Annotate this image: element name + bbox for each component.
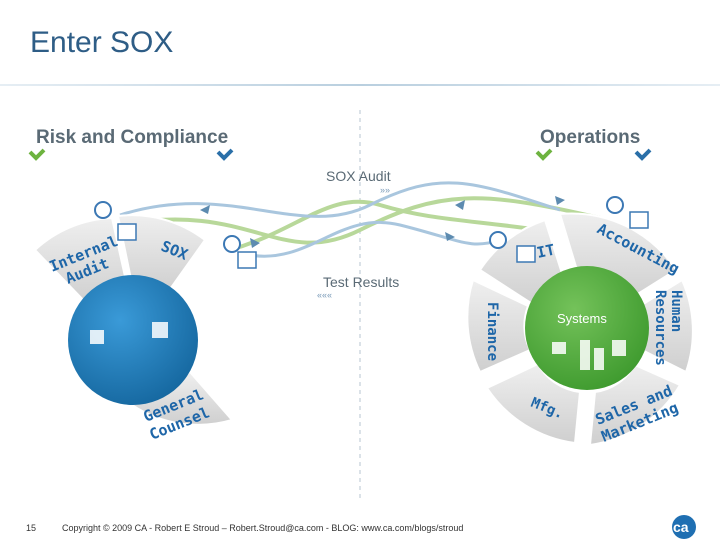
segment-mfg [485,362,582,445]
sox-audit-chevrons: »» [380,185,390,195]
ca-logo: ca [672,515,696,539]
computer-icon [552,340,626,370]
green-center-circle [525,266,649,390]
document-icon [117,223,257,269]
flow-arrowheads [200,196,565,248]
svg-text:ca: ca [673,519,689,535]
it-segment-label: IT [535,241,556,262]
sox-audit-flow [119,181,601,258]
sox-audit-label: SOX Audit [326,168,391,184]
segment-sales-marketing [588,363,682,447]
right-header: Operations [540,127,640,148]
check-icon [28,148,652,161]
left-header: Risk and Compliance [36,127,228,148]
document-icon [516,211,649,263]
person-icon [94,201,241,253]
test-results-label: Test Results [323,274,399,290]
page-title: Enter SOX [30,26,174,59]
human-resources-label-1: Human [668,290,684,332]
human-resources-label-2: Resources [652,290,668,366]
blue-center-circle [68,275,198,405]
copyright-text: Copyright © 2009 CA - Robert E Stroud – … [62,523,464,533]
systems-label: Systems [557,311,607,326]
page-number: 15 [26,523,37,533]
person-icon [489,196,624,249]
server-icon [90,322,168,344]
finance-segment-label: Finance [484,302,500,361]
test-results-chevrons: ««« [317,290,332,300]
title-divider [0,84,720,86]
left-wheel [33,214,234,426]
segment-finance [466,278,532,374]
